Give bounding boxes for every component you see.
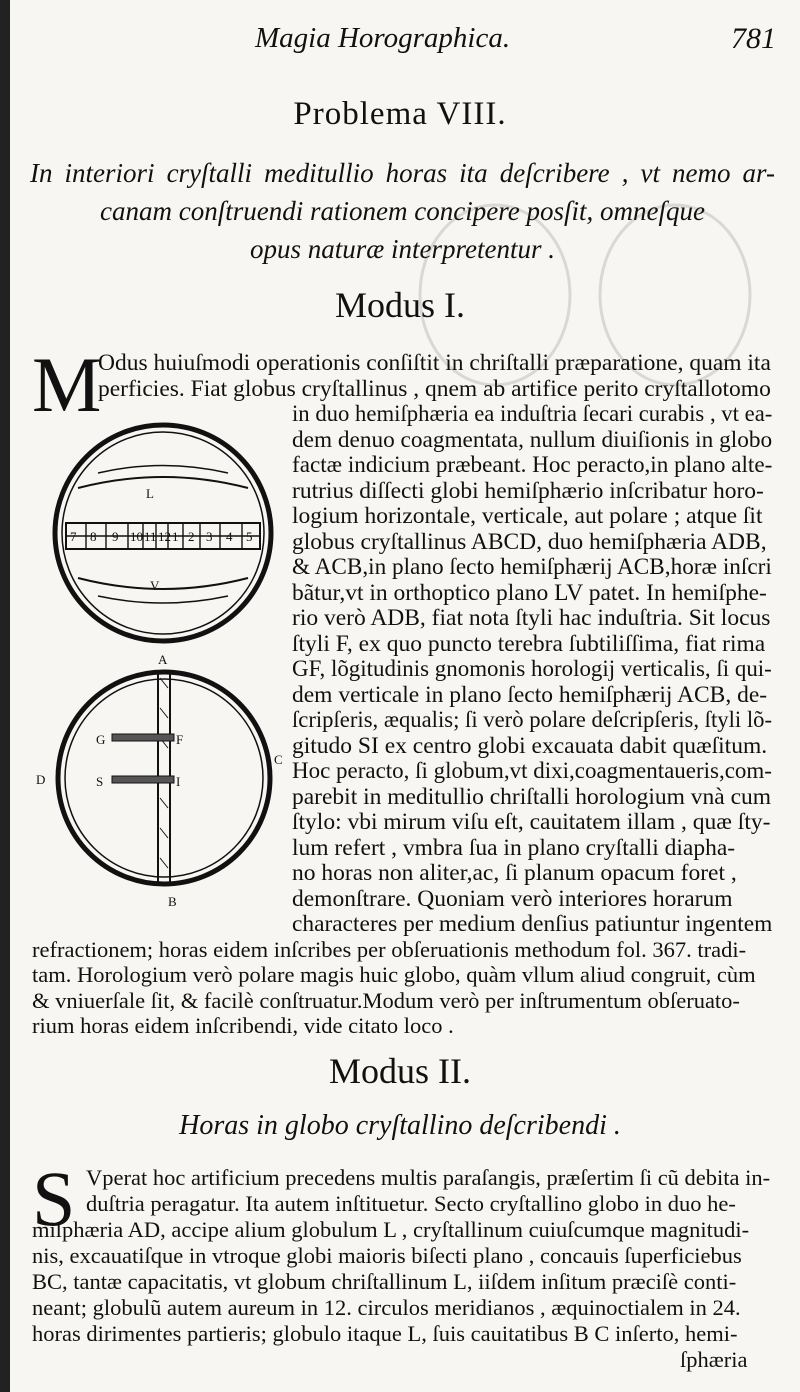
label-l: L — [146, 486, 154, 501]
text-line: Hoc peracto, ſi globum,vt dixi,coagmenta… — [292, 758, 772, 784]
drop-cap-s: S — [32, 1155, 76, 1242]
text-line: globus cryſtallinus ABCD, duo hemiſphæri… — [292, 529, 767, 555]
text-line: BC, tantæ capacitatis, vt globum chriſta… — [32, 1269, 737, 1294]
text-line: characteres per medium denſius patiuntur… — [292, 911, 773, 937]
text-line: perficies. Fiat globus cryſtallinus , qn… — [98, 376, 771, 402]
hour-label: 4 — [226, 529, 233, 544]
label-f: F — [176, 732, 183, 747]
subtitle-line: canam conſtruendi rationem concipere pos… — [100, 196, 705, 226]
hour-label: 5 — [246, 529, 253, 544]
text-line: ſcripſeris, æqualis; ſi verò polare deſc… — [292, 707, 773, 733]
hour-label: 7 — [70, 529, 77, 544]
text-line: horas dirimentes partieris; globulo itaq… — [32, 1321, 738, 1346]
text-line: demonſtrare. Quoniam verò interiores hor… — [292, 886, 733, 912]
modus-2-heading: Modus II. — [329, 1051, 471, 1091]
text-line: tam. Horologium verò polare magis huic g… — [32, 962, 756, 987]
text-line: in duo hemiſphæria ea induſtria ſecari c… — [292, 401, 773, 427]
text-line: factæ indicium præbeant. Hoc peracto,in … — [292, 452, 773, 478]
hour-label: 12 — [158, 529, 171, 544]
hour-label: 9 — [112, 529, 119, 544]
bleed-through-image — [418, 203, 752, 387]
text-line: dem denuo coagmentata, nullum diuiſionis… — [292, 427, 773, 453]
problem-title: Problema VIII. — [293, 96, 507, 132]
text-line: Vperat hoc artificium precedens multis p… — [86, 1165, 771, 1190]
text-line: ſtyli F, ex quo puncto terebra ſubtiliſſ… — [292, 631, 766, 657]
modus-2-subtitle: Horas in globo cryſtallino deſcribendi . — [179, 1110, 621, 1141]
hour-label: 1 — [172, 529, 179, 544]
page-number: 781 — [731, 22, 776, 55]
text-line: neant; globulũ autem aureum in 12. circu… — [32, 1295, 741, 1320]
text-line: no horas non aliter,ac, ſi planum opacum… — [292, 860, 737, 886]
hour-label: 11 — [144, 529, 157, 544]
text-line: duſtria peragatur. Ita autem inſtituetur… — [86, 1191, 736, 1216]
hour-label: 3 — [206, 529, 213, 544]
text-line: miſphæria AD, accipe alium globulum L , … — [32, 1217, 750, 1242]
text-line: rutrius diſſecti globi hemiſphærio inſcr… — [292, 478, 764, 504]
label-s: S — [96, 774, 103, 789]
text-line: dem verticale in plano ſecto hemiſphærij… — [292, 682, 768, 708]
text-line: Odus huiuſmodi operationis conſiſtit in … — [98, 350, 771, 376]
text-line: ſtylo: vbi mirum viſu eſt, cauitatem ill… — [292, 809, 771, 835]
catchword: ſphæria — [680, 1347, 748, 1372]
label-a: A — [158, 652, 168, 667]
label-g: G — [96, 732, 105, 747]
text-line: parebit in meditullio chriſtalli horolog… — [292, 784, 772, 810]
hour-label: 2 — [188, 529, 195, 544]
text-line: bãtur,vt in orthoptico plano LV patet. I… — [292, 580, 767, 606]
hour-label: 8 — [90, 529, 97, 544]
text-line: GF, lõgitudinis gnomonis horologij verti… — [292, 656, 772, 682]
text-line: logium horizontale, verticale, aut polar… — [292, 503, 763, 529]
text-line: gitudo SI ex centro globi excauata dabit… — [292, 733, 768, 759]
text-line: lum refert , vmbra ſua in plano cryſtall… — [292, 835, 736, 861]
problem-subtitle: In interiori cryſtalli meditullio horas … — [30, 154, 775, 268]
text-line: & ACB,in plano ſecto hemiſphærij ACB,hor… — [292, 554, 772, 580]
bottom-globe-figure: A B C D G F S I — [36, 652, 283, 909]
stylus-si — [111, 775, 175, 784]
subtitle-line: In interiori cryſtalli meditullio horas … — [30, 158, 775, 188]
text-line: & vniuerſale ſit, & facilè conſtruatur.M… — [32, 988, 740, 1013]
subtitle-line: opus naturæ interpretentur . — [249, 234, 555, 264]
label-b: B — [168, 894, 177, 909]
stylus-gf — [111, 733, 175, 742]
drop-cap-m: M — [32, 341, 102, 428]
modus-1-heading: Modus I. — [334, 285, 465, 325]
text-line: rium horas eidem inſcribendi, vide citat… — [32, 1013, 454, 1038]
hour-label: 10 — [130, 529, 143, 544]
label-d: D — [36, 772, 45, 787]
label-v: V — [150, 578, 160, 593]
text-line: refractionem; horas eidem inſcribes per … — [32, 937, 747, 962]
text-line: rio verò ADB, fiat nota ſtyli hac induſt… — [292, 605, 771, 631]
globe-outline — [52, 422, 274, 644]
label-i: I — [176, 774, 180, 789]
running-title: Magia Horographica. — [255, 22, 511, 54]
top-globe-figure: L V 7 8 9 10 11 12 1 2 3 4 5 — [52, 422, 274, 644]
page-header: Magia Horographica. 781 — [255, 22, 776, 62]
label-c: C — [274, 752, 283, 767]
text-line: nis, excauatiſque in vtroque globi maior… — [32, 1243, 742, 1268]
